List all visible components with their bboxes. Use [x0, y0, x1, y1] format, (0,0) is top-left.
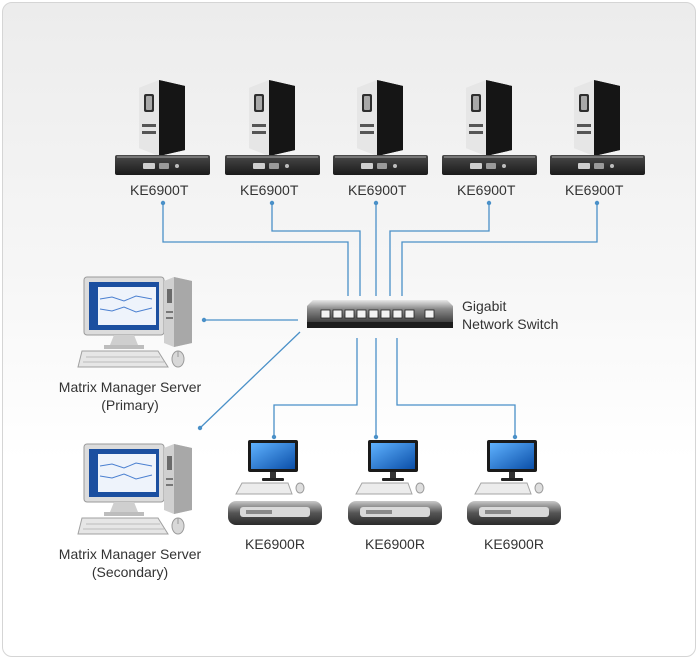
transmitter-2-label: KE6900T — [240, 182, 299, 198]
ke6900t-device-icon — [442, 155, 537, 175]
link-tx2-switch — [271, 203, 361, 296]
transmitter-3 — [333, 80, 428, 175]
switch-label-line2: Network Switch — [462, 316, 559, 332]
link-tx1-switch — [162, 203, 349, 296]
pc-tower-icon — [466, 80, 512, 156]
receiver-3 — [467, 440, 561, 525]
mouse-icon — [171, 350, 185, 368]
monitor-icon — [83, 276, 165, 349]
ke6900r-device-icon — [348, 501, 442, 525]
mouse-icon — [415, 482, 425, 494]
link-tx5-switch — [401, 203, 598, 296]
link-tx4-switch — [389, 203, 490, 296]
mouse-icon — [295, 482, 305, 494]
keyboard-icon — [235, 482, 293, 495]
connection-lines — [162, 203, 598, 437]
ke6900t-device-icon — [115, 155, 210, 175]
pc-tower-icon — [164, 444, 192, 514]
link-secondary-server — [199, 331, 301, 429]
primary-server-label-line1: Matrix Manager Server — [58, 379, 202, 395]
transmitter-5 — [550, 80, 645, 175]
primary-server-label-line2: (Primary) — [101, 397, 159, 413]
receiver-3-label: KE6900R — [484, 536, 544, 552]
transmitter-4 — [442, 80, 537, 175]
pc-tower-icon — [164, 277, 192, 347]
transmitter-3-label: KE6900T — [348, 182, 407, 198]
transmitter-1-label: KE6900T — [130, 182, 189, 198]
ke6900r-device-icon — [228, 501, 322, 525]
transmitter-1 — [115, 80, 210, 175]
link-rx1-switch — [273, 338, 358, 437]
secondary-server-label-line1: Matrix Manager Server — [58, 546, 202, 562]
ke6900t-device-icon — [225, 155, 320, 175]
secondary-server-label-line2: (Secondary) — [91, 564, 169, 580]
transmitter-5-label: KE6900T — [565, 182, 624, 198]
transmitter-2 — [225, 80, 320, 175]
primary-server-workstation — [77, 276, 192, 368]
network-switch-icon — [307, 300, 453, 328]
secondary-server-workstation — [77, 443, 192, 535]
pc-tower-icon — [574, 80, 620, 156]
pc-tower-icon — [357, 80, 403, 156]
link-rx3-switch — [396, 338, 516, 437]
ke6900r-device-icon — [467, 501, 561, 525]
pc-tower-icon — [249, 80, 295, 156]
monitor-icon — [368, 440, 418, 481]
ke6900t-device-icon — [333, 155, 428, 175]
secondary-server-label: Matrix Manager Server (Secondary) — [40, 545, 220, 581]
keyboard-icon — [77, 350, 169, 368]
mouse-icon — [171, 517, 185, 535]
monitor-icon — [248, 440, 298, 481]
pc-tower-icon — [139, 80, 185, 156]
transmitter-4-label: KE6900T — [457, 182, 516, 198]
monitor-icon — [83, 443, 165, 516]
mouse-icon — [534, 482, 544, 494]
receiver-2 — [348, 440, 442, 525]
keyboard-icon — [355, 482, 413, 495]
link-endpoints — [160, 200, 600, 440]
receiver-2-label: KE6900R — [365, 536, 425, 552]
keyboard-icon — [474, 482, 532, 495]
primary-server-label: Matrix Manager Server (Primary) — [40, 378, 220, 414]
switch-label-line1: Gigabit — [462, 298, 507, 314]
monitor-icon — [487, 440, 537, 481]
keyboard-icon — [77, 517, 169, 535]
receiver-1 — [228, 440, 322, 525]
ke6900t-device-icon — [550, 155, 645, 175]
receiver-1-label: KE6900R — [245, 536, 305, 552]
